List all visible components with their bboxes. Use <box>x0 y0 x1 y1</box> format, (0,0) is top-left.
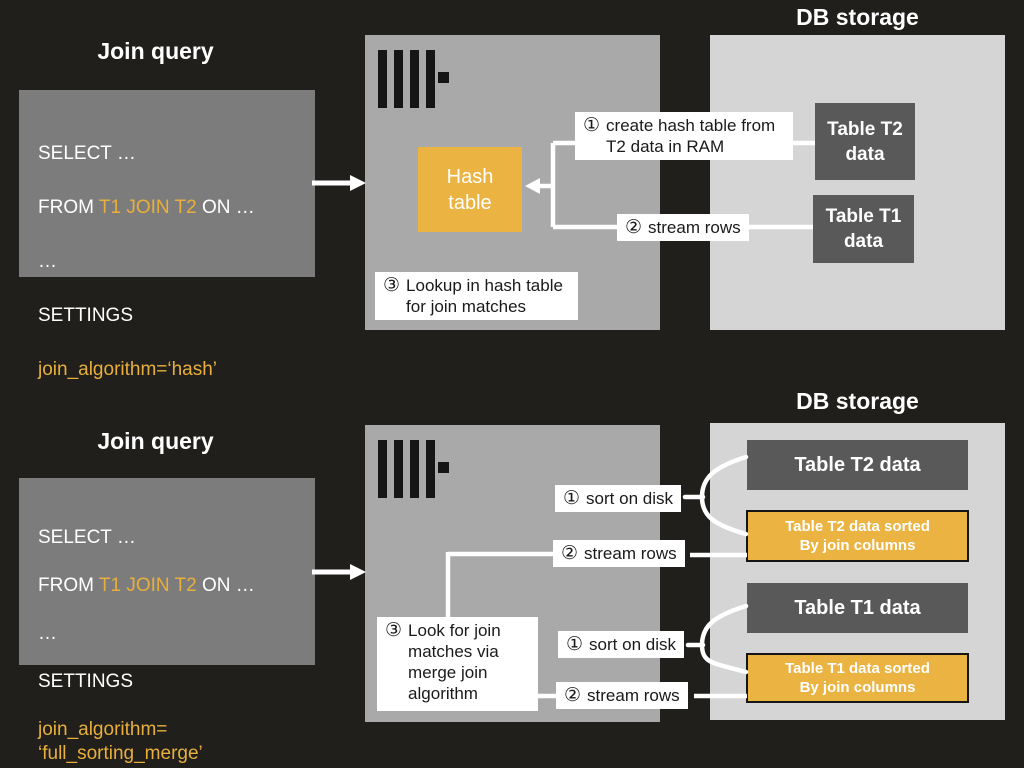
sort-on-disk-brace-t1 <box>685 603 749 675</box>
arrow-into-hash-table <box>525 178 540 194</box>
sql-line-algorithm: join_algorithm= ‘full_sorting_merge’ <box>38 719 203 764</box>
sql-line-ellipsis: … <box>38 623 57 644</box>
step-number: ① <box>566 634 584 655</box>
arrow-query-to-server-bottom <box>312 564 366 580</box>
step-number: ② <box>564 685 582 706</box>
join-query-title-bottom: Join query <box>97 428 214 454</box>
clickhouse-logo-icon <box>378 440 453 498</box>
table-t1-data-box-top: Table T1 data <box>813 195 914 263</box>
sql-line-select: SELECT … <box>38 527 136 548</box>
table-t2-data-box-bottom: Table T2 data <box>747 440 968 490</box>
join-query-title-top: Join query <box>97 38 214 64</box>
sql-line-settings: SETTINGS <box>38 671 134 692</box>
db-storage-box-top <box>710 35 1005 330</box>
callout-merge-join-lookup: ③ Look for join matches via merge join a… <box>377 617 538 711</box>
callout-stream-rows-t2: ② stream rows <box>553 540 685 567</box>
db-storage-title-top: DB storage <box>796 4 919 30</box>
table-t2-sorted-box: Table T2 data sorted By join columns <box>746 510 969 562</box>
sort-on-disk-brace-t2 <box>682 454 749 537</box>
arrow-query-to-server-top <box>312 175 366 191</box>
table-t2-data-box-top: Table T2 data <box>815 103 915 180</box>
step-number: ① <box>583 115 601 136</box>
merge-join-stream-lines <box>445 551 747 699</box>
clickhouse-logo-icon <box>378 50 453 108</box>
callout-lookup-hash-table: ③ Lookup in hash table for join matches <box>375 272 578 320</box>
db-storage-title-bottom: DB storage <box>796 388 919 414</box>
callout-create-hash-table: ① create hash table from T2 data in RAM <box>575 112 793 160</box>
sql-line-select: SELECT … <box>38 143 136 164</box>
callout-sort-on-disk-t1: ① sort on disk <box>558 631 684 658</box>
sql-line-algorithm: join_algorithm=‘hash’ <box>38 359 218 380</box>
table-t1-sorted-box: Table T1 data sorted By join columns <box>746 653 969 703</box>
sql-join-highlight: T1 JOIN T2 <box>98 197 197 218</box>
hash-table-box: Hash table <box>418 147 522 232</box>
sql-join-highlight: T1 JOIN T2 <box>98 575 197 596</box>
step-number: ③ <box>385 620 403 641</box>
sql-line-from: FROM T1 JOIN T2 ON … <box>38 197 255 218</box>
callout-stream-rows-t1: ② stream rows <box>556 682 688 709</box>
sql-line-from: FROM T1 JOIN T2 ON … <box>38 575 255 596</box>
callout-sort-on-disk-t2: ① sort on disk <box>555 485 681 512</box>
callout-stream-rows-top: ② stream rows <box>617 214 749 241</box>
query-box-bottom: SELECT … FROM T1 JOIN T2 ON … … SETTINGS… <box>19 478 315 764</box>
step-number: ① <box>563 488 581 509</box>
sql-line-ellipsis: … <box>38 251 57 272</box>
table-t1-data-box-bottom: Table T1 data <box>747 583 968 633</box>
step-number: ② <box>561 543 579 564</box>
query-sql-bottom: SELECT … FROM T1 JOIN T2 ON … … SETTINGS… <box>38 502 255 768</box>
step-number: ③ <box>383 275 401 296</box>
query-box-top: SELECT … FROM T1 JOIN T2 ON … … SETTINGS… <box>19 90 315 380</box>
step-number: ② <box>625 217 643 238</box>
query-sql-top: SELECT … FROM T1 JOIN T2 ON … … SETTINGS… <box>38 113 255 410</box>
sql-line-settings: SETTINGS <box>38 305 134 326</box>
